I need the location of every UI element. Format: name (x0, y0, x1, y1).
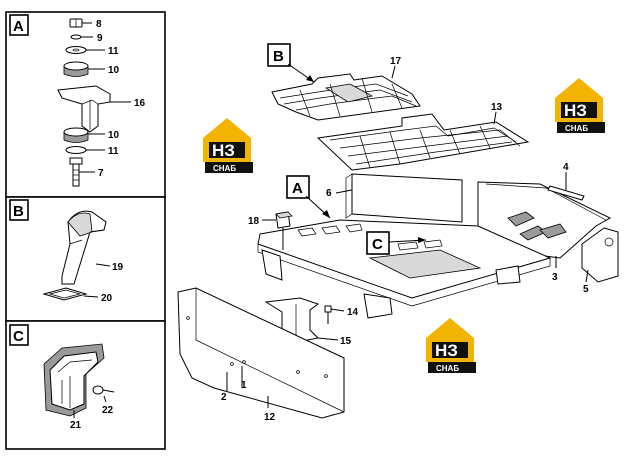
callout-3: 3 (552, 272, 558, 283)
strip-4 (547, 185, 585, 201)
cover-12 (177, 287, 345, 419)
support-19 (61, 210, 107, 285)
watermark-mark-1: НЗ (212, 141, 235, 160)
floor-support-left (261, 249, 283, 281)
bracket-16 (57, 85, 111, 133)
panel-b-label: B (13, 203, 24, 220)
callout-17: 17 (390, 56, 402, 67)
callout-20: 20 (101, 293, 113, 304)
watermark-logo-3: НЗ СНАБ (426, 318, 476, 373)
side-panel-6 (351, 173, 463, 223)
callout-15: 15 (340, 336, 352, 347)
watermark-logo-2: НЗ СНАБ (555, 78, 605, 133)
callout-13: 13 (491, 102, 503, 113)
callout-c-frame (366, 231, 390, 255)
callout-7: 7 (98, 168, 104, 179)
callout-11-top: 11 (108, 46, 119, 57)
panel-c-label: C (13, 328, 24, 345)
floor-plate (257, 219, 552, 307)
panel-a: A 8 9 (5, 11, 166, 198)
callout-5: 5 (583, 284, 589, 295)
callout-22: 22 (102, 405, 114, 416)
callout-8: 8 (96, 19, 102, 30)
washer-11-bottom (65, 146, 87, 154)
callout-16: 16 (134, 98, 146, 109)
watermark-mark-3: НЗ (435, 341, 458, 360)
callout-4: 4 (563, 162, 569, 173)
bolt-7-head (69, 157, 83, 165)
watermark-text-2: СНАБ (565, 124, 588, 133)
washer-11-top (65, 46, 87, 54)
panel-b-frame (5, 196, 166, 322)
callout-6: 6 (326, 188, 332, 199)
end-panel-5 (581, 227, 619, 283)
callout-a-label: A (292, 180, 303, 197)
watermark-mark-2: НЗ (564, 101, 587, 120)
watermark-logo-1: НЗ СНАБ (203, 118, 253, 173)
pad-20 (42, 287, 88, 301)
floor-mat-17 (271, 73, 421, 121)
callout-10-bottom: 10 (108, 130, 120, 141)
floor-mat-13 (316, 113, 530, 171)
rear-panel-3 (477, 181, 612, 259)
callout-19: 19 (112, 262, 124, 273)
panel-a-tag (9, 14, 29, 36)
callout-14: 14 (347, 307, 359, 318)
callout-12: 12 (264, 412, 276, 423)
callout-1: 1 (241, 380, 247, 391)
floor-support-center (363, 293, 393, 319)
floor-support-right (495, 265, 521, 285)
bolt-22 (92, 385, 104, 395)
washer-9 (70, 34, 82, 40)
panel-c-tag (9, 324, 29, 346)
callout-10-top: 10 (108, 65, 120, 76)
panel-b: B 19 20 (5, 196, 166, 322)
watermark-text-3: СНАБ (436, 364, 459, 373)
callout-9: 9 (97, 33, 103, 44)
callout-21: 21 (70, 420, 82, 431)
panel-a-label: A (13, 18, 24, 35)
bolt-14 (324, 305, 332, 313)
callout-18: 18 (248, 216, 260, 227)
panel-c: C 21 22 (5, 320, 166, 450)
callout-11-bottom: 11 (108, 146, 119, 157)
callout-c-label: C (372, 236, 383, 253)
callout-b-frame (267, 43, 291, 67)
bracket-15 (264, 297, 320, 343)
callout-a-frame (286, 175, 310, 199)
callout-b-label: B (273, 48, 284, 65)
callout-2: 2 (221, 392, 227, 403)
watermark-text-1: СНАБ (213, 164, 236, 173)
panel-b-tag (9, 199, 29, 221)
